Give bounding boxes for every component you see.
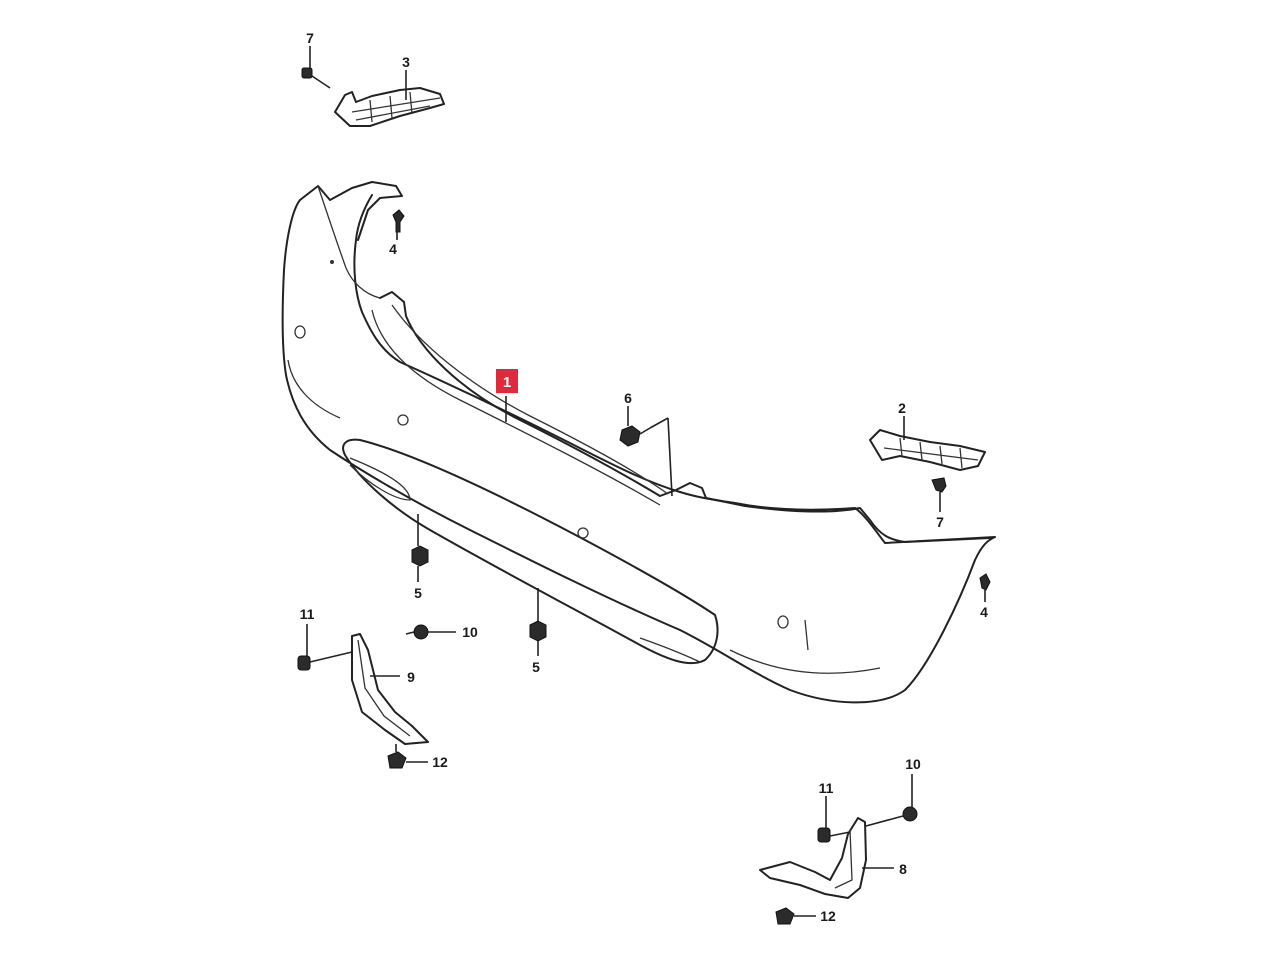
callout-2[interactable]: 2 (898, 400, 906, 416)
callout-11-right[interactable]: 11 (819, 780, 834, 796)
fastener-11-right[interactable] (817, 827, 831, 843)
callout-12-right[interactable]: 12 (820, 908, 836, 924)
mud-guard-left[interactable] (351, 633, 429, 745)
fastener-4-left[interactable] (392, 209, 405, 233)
fastener-7-top[interactable] (301, 67, 331, 89)
callout-1[interactable]: 1 (496, 369, 518, 393)
fastener-4-right[interactable] (979, 573, 991, 591)
callout-6[interactable]: 6 (624, 390, 632, 406)
callout-11-left[interactable]: 11 (300, 606, 315, 622)
bumper-bracket-left[interactable] (334, 87, 445, 127)
fastener-5-left[interactable] (411, 545, 429, 567)
callout-7-top[interactable]: 7 (306, 30, 314, 46)
fastener-12-left[interactable] (387, 751, 407, 769)
fastener-10-right[interactable] (902, 806, 918, 822)
callout-4-right[interactable]: 4 (980, 604, 988, 620)
fastener-5-center[interactable] (529, 620, 547, 642)
callout-5-left[interactable]: 5 (414, 585, 422, 601)
mud-guard-right[interactable] (759, 817, 867, 899)
bumper-bracket-right[interactable] (869, 429, 986, 471)
callout-3[interactable]: 3 (402, 54, 410, 70)
fastener-7-right[interactable] (931, 477, 947, 493)
callout-12-left[interactable]: 12 (432, 754, 448, 770)
callout-7-right[interactable]: 7 (936, 514, 944, 530)
svg-text:1: 1 (503, 374, 511, 391)
fastener-6[interactable] (619, 425, 651, 447)
callout-10-right[interactable]: 10 (905, 756, 921, 772)
fastener-12-right[interactable] (775, 907, 795, 925)
rear-bumper-cover[interactable] (281, 181, 996, 704)
callout-10-left[interactable]: 10 (462, 624, 478, 640)
callout-4-left[interactable]: 4 (389, 241, 397, 257)
fastener-11-left[interactable] (297, 655, 311, 671)
callout-9[interactable]: 9 (407, 669, 415, 685)
callout-8[interactable]: 8 (899, 861, 907, 877)
fastener-10-left[interactable] (405, 624, 429, 640)
callout-5-center[interactable]: 5 (532, 659, 540, 675)
leader-lines (306, 46, 986, 917)
